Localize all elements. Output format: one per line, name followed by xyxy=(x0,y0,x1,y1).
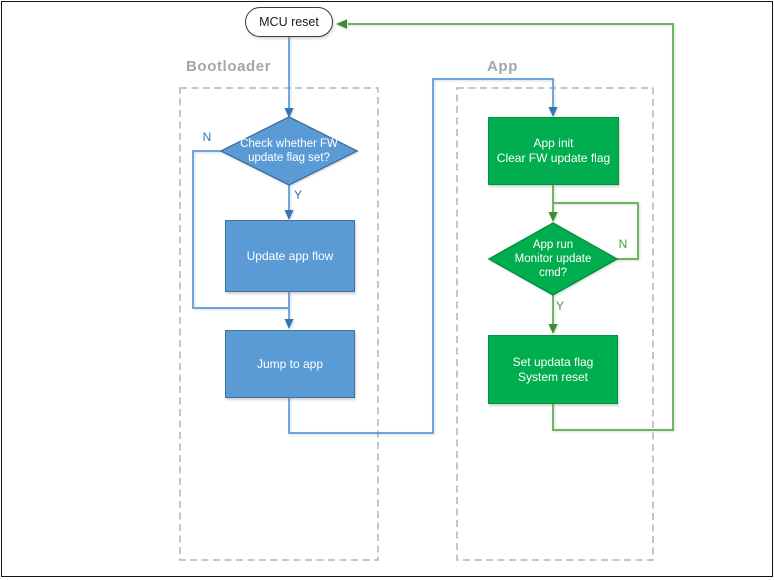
app-init-line1: App init xyxy=(533,136,574,150)
arrowhead-into-update-app-flow xyxy=(284,210,294,220)
edge-setflag-to-reset xyxy=(348,23,674,431)
edge-jump-to-appinit xyxy=(288,78,554,434)
set-update-flag-line1: Set updata flag xyxy=(512,354,594,369)
check-no-label: N xyxy=(202,130,212,144)
check-fw-flag-diamond xyxy=(219,116,359,186)
set-update-flag-node: Set updata flag System reset xyxy=(488,335,618,404)
jump-to-app-label: Jump to app xyxy=(256,356,324,371)
mcu-reset-label: MCU reset xyxy=(259,14,319,29)
arrowhead-into-apprun-diamond xyxy=(548,212,558,222)
arrowhead-into-app-init xyxy=(548,107,558,117)
run-no-label: N xyxy=(618,237,628,251)
arrowhead-into-check-diamond xyxy=(284,108,294,118)
update-app-flow-label: Update app flow xyxy=(246,248,334,263)
app-init-line2: Clear FW update flag xyxy=(496,151,611,165)
app-init-node: App init Clear FW update flag xyxy=(488,117,619,185)
edge-apprun-no-loop xyxy=(553,202,639,260)
arrowhead-into-set-flag xyxy=(548,324,558,334)
run-yes-label: Y xyxy=(555,299,564,313)
bootloader-group-label: Bootloader xyxy=(186,58,272,75)
set-update-flag-line2: System reset xyxy=(517,369,589,384)
app-group-border xyxy=(456,87,654,561)
app-group-label: App xyxy=(487,58,518,75)
check-yes-label: Y xyxy=(293,188,302,202)
jump-to-app-node: Jump to app xyxy=(225,330,355,398)
arrowhead-into-jump-to-app xyxy=(284,319,294,329)
edge-check-no xyxy=(192,150,289,309)
arrowhead-into-mcu-reset xyxy=(336,19,347,29)
mcu-reset-node: MCU reset xyxy=(245,7,333,37)
update-app-flow-node: Update app flow xyxy=(225,220,355,292)
app-run-diamond xyxy=(487,222,619,296)
bootloader-group-border xyxy=(179,87,379,561)
